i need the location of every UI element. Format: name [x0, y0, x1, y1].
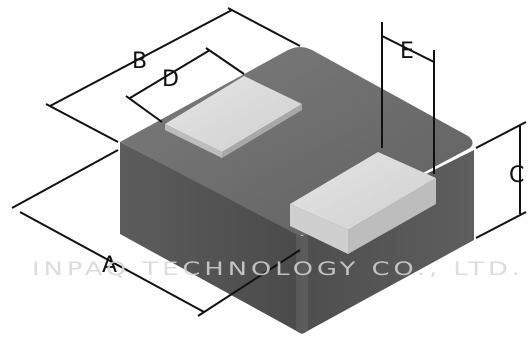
dimension-a-line	[19, 211, 205, 313]
dimension-d-label: D	[162, 67, 179, 92]
dimension-e	[381, 22, 435, 174]
watermark-text: INPAQ TECHNOLOGY CO., LTD.	[32, 258, 524, 280]
dimension-b-label: B	[132, 49, 147, 74]
dimension-c	[475, 121, 527, 239]
terminal-front-left	[290, 204, 348, 254]
body-corner-edge	[296, 233, 308, 334]
dimension-b-extension-left	[45, 103, 119, 143]
dimension-a	[11, 149, 301, 317]
terminal-front	[290, 152, 436, 254]
terminal-back-front	[165, 124, 222, 158]
dimension-d-extension-right	[205, 47, 245, 75]
terminal-front-right	[348, 178, 436, 254]
dimension-a-extension-left	[11, 149, 119, 209]
dimension-d	[125, 47, 245, 123]
terminal-back-top	[165, 76, 302, 152]
dimension-d-extension-left	[125, 95, 163, 123]
dimension-d-line	[129, 49, 211, 99]
dimension-a-label: A	[102, 253, 117, 278]
dimension-b	[45, 7, 301, 143]
dimension-c-extension-bottom	[475, 211, 527, 239]
dimension-b-extension-right	[227, 7, 301, 47]
dimension-c-extension-top	[475, 121, 527, 149]
dimension-e-label: E	[400, 39, 414, 64]
terminal-back	[165, 76, 302, 158]
dimension-a-extension-right	[197, 249, 301, 317]
dimension-c-label: C	[509, 163, 524, 188]
body-left-face	[120, 142, 302, 334]
terminal-back-right	[222, 104, 302, 158]
terminal-front-top	[290, 152, 436, 230]
dimension-e-line	[381, 35, 435, 63]
dimension-b-line	[49, 9, 233, 107]
